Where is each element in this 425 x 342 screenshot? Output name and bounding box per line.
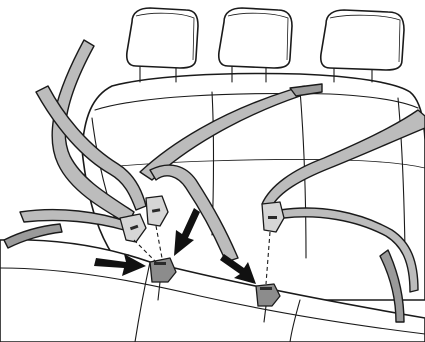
headrest-right-cushion (321, 10, 404, 70)
headrest-center-cushion (219, 8, 292, 68)
right-tongue-slot (268, 216, 277, 219)
headrest-center (219, 8, 292, 82)
headrest-left-cushion (127, 8, 198, 68)
buckle-left-slot (154, 262, 166, 265)
buckle-right-slot (260, 287, 272, 290)
headrest-left (127, 8, 198, 82)
headrest-right (321, 10, 404, 82)
